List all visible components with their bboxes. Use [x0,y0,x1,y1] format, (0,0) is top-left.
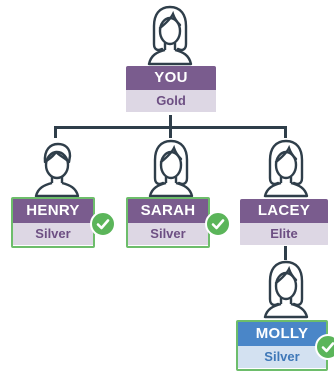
child-name: SARAH [128,199,208,223]
male-person-icon [34,142,80,198]
child-name: LACEY [240,199,328,223]
female-person-icon [263,139,309,198]
check-icon [315,334,334,360]
root-name: YOU [126,66,216,90]
grandchild-tier: Silver [238,346,326,368]
female-person-icon [148,139,194,198]
child-tier: Elite [240,223,328,245]
root-card: YOU Gold [126,66,216,114]
female-person-icon [263,260,309,319]
grandchild-card-molly: MOLLY Silver [236,320,328,371]
connector-lacey [284,126,287,138]
connector-sarah [169,126,172,138]
check-icon [205,211,231,237]
check-icon [90,211,116,237]
child-name: HENRY [13,199,93,223]
female-person-icon [147,5,193,66]
child-card-henry: HENRY Silver [11,197,95,248]
child-tier: Silver [13,223,93,245]
grandchild-name: MOLLY [238,322,326,346]
child-tier: Silver [128,223,208,245]
connector-henry [54,126,57,138]
root-tier: Gold [126,90,216,112]
connector-lacey-molly [284,246,287,260]
connector-root-down [169,115,172,128]
child-card-lacey: LACEY Elite [240,199,328,246]
child-card-sarah: SARAH Silver [126,197,210,248]
